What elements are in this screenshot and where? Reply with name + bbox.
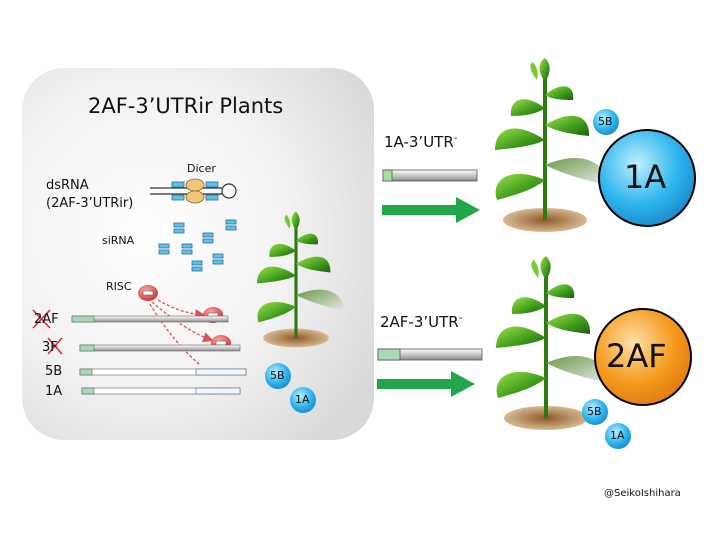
panel-title: 2AF-3’UTRir Plants — [88, 94, 284, 118]
big-circle-1a-label: 1A — [624, 158, 667, 196]
gene-mrna-1a — [81, 387, 241, 395]
sirna-duplexes-icon — [158, 219, 237, 272]
dicer-icon — [185, 178, 205, 204]
transcript-1a-utr-bar — [382, 169, 478, 182]
gene-label-5b: 5B — [45, 364, 63, 379]
big-circle-2af — [594, 308, 692, 406]
gene-label-2af: 2AF — [34, 312, 59, 327]
arrow-right-icon-2 — [377, 371, 475, 397]
gene-label-1a: 1A — [45, 384, 63, 399]
plant-1a-mutant-icon — [493, 56, 609, 234]
bottom-badge-5b — [582, 399, 608, 425]
bottom-badge-1a-label: 1A — [610, 429, 625, 442]
sirna-label: siRNA — [102, 234, 135, 247]
risc-label: RISC — [106, 280, 132, 293]
dsrna-name-label: (2AF-3’UTRir) — [46, 196, 134, 211]
panel-badge-1a — [290, 387, 316, 413]
bottom-badge-5b-label: 5B — [587, 405, 602, 418]
panel-badge-1a-label: 1A — [295, 393, 310, 406]
transcript-2af-utr-bar — [377, 348, 483, 361]
dsrna-label: dsRNA — [46, 178, 89, 193]
bottom-badge-1a — [605, 423, 631, 449]
panel-badge-5b-label: 5B — [270, 369, 285, 382]
credit-text: @SeikoIshihara — [604, 488, 681, 499]
big-circle-2af-label: 2AF — [606, 337, 667, 375]
gene-mrna-2af — [71, 315, 229, 323]
top-badge-5b — [593, 109, 619, 135]
gene-mrna-3f — [79, 344, 241, 352]
transcript-2af-label: 2AF-3’UTR- — [380, 313, 463, 331]
strike-2af-icon — [32, 309, 51, 329]
panel-badge-5b — [265, 363, 291, 389]
transcript-1a-label: 1A-3’UTR- — [384, 133, 458, 151]
big-circle-1a — [598, 129, 696, 227]
risc-complex-icon — [138, 285, 158, 301]
dicer-label: Dicer — [187, 162, 216, 175]
rnai-panel — [22, 68, 374, 440]
risc-target-arrows — [149, 299, 214, 366]
top-badge-5b-label: 5B — [598, 115, 613, 128]
gene-label-3f: 3F — [42, 340, 58, 355]
strike-3f-icon — [47, 337, 63, 355]
gene-mrna-5b — [79, 368, 247, 376]
arrow-right-icon — [382, 197, 480, 223]
